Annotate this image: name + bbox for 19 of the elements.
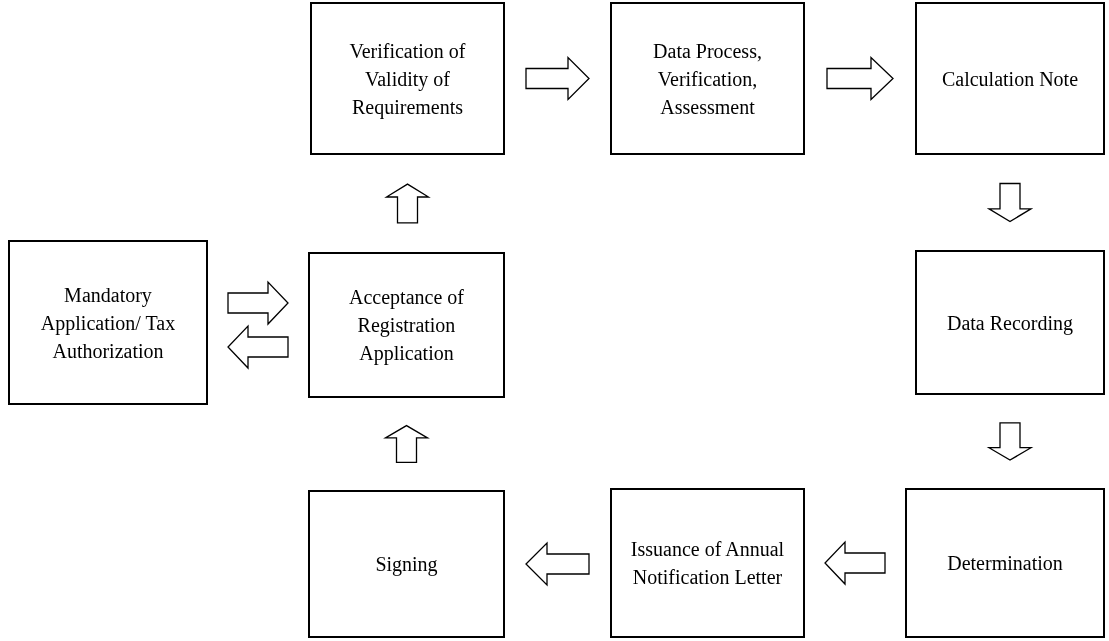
block-arrow [384, 183, 431, 224]
block-arrow [986, 422, 1034, 461]
process-box: Signing [308, 490, 505, 638]
process-box: Acceptance of Registration Application [308, 252, 505, 398]
block-arrow [227, 324, 289, 370]
process-box: Data Recording [915, 250, 1105, 395]
process-box: Issuance of Annual Notification Letter [610, 488, 805, 638]
block-arrow [824, 540, 886, 586]
block-arrow [383, 424, 430, 464]
process-box: Calculation Note [915, 2, 1105, 155]
block-arrow [525, 55, 590, 102]
block-arrow [227, 280, 289, 326]
process-box: Verification of Validity of Requirements [310, 2, 505, 155]
block-arrow [525, 541, 590, 587]
process-box: Data Process, Verification, Assessment [610, 2, 805, 155]
process-box: Determination [905, 488, 1105, 638]
block-arrow [826, 56, 894, 101]
process-box: Mandatory Application/ Tax Authorization [8, 240, 208, 405]
block-arrow [986, 182, 1034, 223]
